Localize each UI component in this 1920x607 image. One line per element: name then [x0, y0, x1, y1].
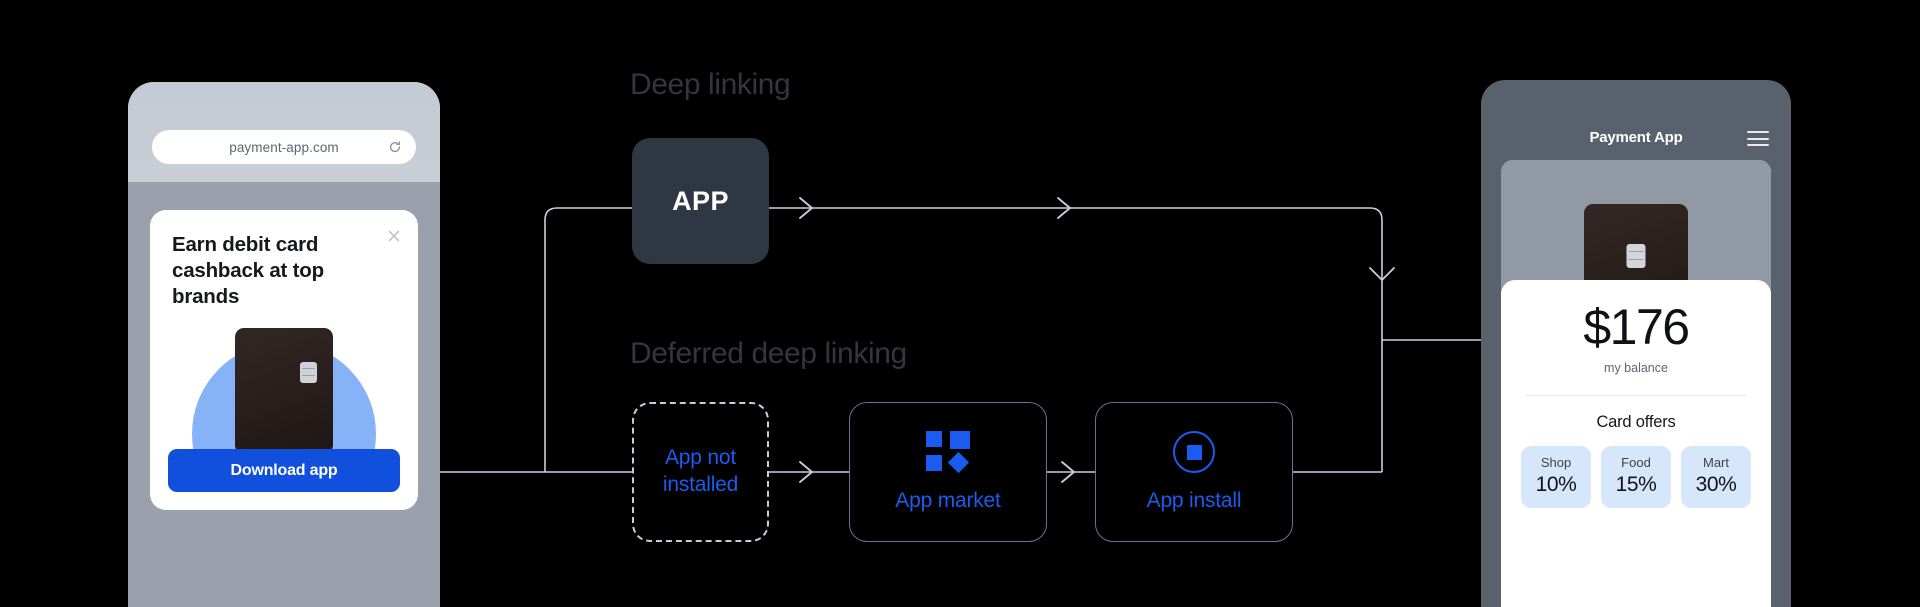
- node-app-install[interactable]: App install: [1095, 402, 1293, 542]
- install-target-icon: [1173, 431, 1215, 473]
- address-bar-url: payment-app.com: [229, 139, 339, 155]
- node-app-market-label: App market: [895, 489, 1001, 512]
- balance-label: my balance: [1604, 361, 1668, 375]
- offer-value: 15%: [1615, 473, 1657, 496]
- offer-tile-shop[interactable]: Shop 10%: [1521, 446, 1591, 508]
- download-app-button[interactable]: Download app: [168, 449, 400, 492]
- app-header: Payment App: [1481, 80, 1791, 160]
- left-phone-mockup: payment-app.com Earn debit card cashback…: [128, 82, 440, 607]
- offer-name: Food: [1621, 455, 1651, 470]
- debit-card-icon: [235, 328, 333, 454]
- app-title: Payment App: [1589, 129, 1683, 146]
- promo-illustration: [150, 328, 418, 458]
- offer-name: Shop: [1540, 455, 1572, 470]
- refresh-icon[interactable]: [388, 140, 402, 154]
- node-app-market[interactable]: App market: [849, 402, 1047, 542]
- card-chip-icon: [1626, 244, 1646, 268]
- node-app[interactable]: APP: [632, 138, 769, 264]
- node-app-not-installed-label: App not installed: [662, 446, 739, 496]
- balance-amount: $176: [1583, 299, 1690, 355]
- close-icon[interactable]: [384, 226, 404, 246]
- section-title-deep-linking: Deep linking: [630, 68, 791, 101]
- hamburger-menu-icon[interactable]: [1747, 131, 1769, 146]
- app-viewport: $176 my balance Card offers Shop 10% Foo…: [1501, 160, 1771, 607]
- offer-tile-mart[interactable]: Mart 30%: [1681, 446, 1751, 508]
- section-title-deferred-deep-linking: Deferred deep linking: [630, 337, 907, 370]
- promo-title: Earn debit card cashback at top brands: [172, 233, 324, 309]
- card-offers-list: Shop 10% Food 15% Mart 30%: [1521, 446, 1751, 508]
- balance-panel: $176 my balance Card offers Shop 10% Foo…: [1501, 280, 1771, 607]
- offer-tile-food[interactable]: Food 15%: [1601, 446, 1671, 508]
- right-phone-mockup: Payment App $176 my balance Card offers …: [1481, 80, 1791, 607]
- card-offers-title: Card offers: [1596, 413, 1676, 431]
- divider: [1525, 395, 1747, 396]
- offer-name: Mart: [1703, 455, 1729, 470]
- app-grid-icon: [926, 431, 970, 474]
- node-app-label: APP: [672, 185, 729, 216]
- offer-value: 30%: [1695, 473, 1737, 496]
- offer-value: 10%: [1535, 473, 1577, 496]
- node-app-not-installed[interactable]: App not installed: [632, 402, 769, 542]
- card-chip-icon: [300, 362, 317, 383]
- node-app-install-label: App install: [1146, 489, 1242, 512]
- address-bar[interactable]: payment-app.com: [152, 130, 416, 164]
- promo-card: Earn debit card cashback at top brands D…: [150, 210, 418, 510]
- left-phone-browser-chrome: payment-app.com: [128, 82, 440, 182]
